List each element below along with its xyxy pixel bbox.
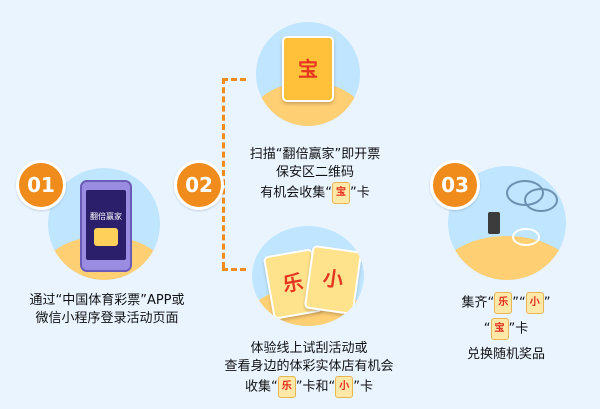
step2a-line3: 有机会收集“宝”卡 [220, 182, 410, 204]
le-card-inline-icon: 乐 [277, 376, 296, 398]
connector-bottom [222, 268, 246, 271]
earphones-icon [512, 228, 540, 246]
step2a-text: 扫描“翻倍赢家”即开票 保安区二维码 有机会收集“宝”卡 [220, 146, 410, 204]
xiao-card-icon: 小 [303, 244, 363, 316]
racket2-icon [524, 188, 558, 212]
step2b-line1: 体验线上试刮活动或 [250, 341, 368, 356]
phone-icon: 翻倍赢家 [80, 180, 132, 272]
connector-top [222, 78, 246, 81]
le-card-collect-icon: 乐 [494, 292, 513, 314]
step2-badge: 02 [174, 160, 224, 210]
step2b-illustration: 乐 小 [252, 226, 364, 326]
bao-card-icon: 宝 [282, 36, 334, 102]
phone-screen-title: 翻倍赢家 [90, 212, 122, 221]
step3-badge: 03 [430, 160, 480, 210]
step2b-text: 体验线上试刮活动或 查看身边的体彩实体店有机会 收集“乐”卡和“小”卡 [200, 340, 418, 398]
bao-card-inline-icon: 宝 [332, 182, 350, 204]
step3-illustration [448, 166, 566, 280]
step3-line1: 集齐“乐”“小” [420, 292, 592, 314]
step1-text: 通过“中国体育彩票”APP或 微信小程序登录活动页面 [0, 292, 214, 328]
step2b-line2: 查看身边的体彩实体店有机会 [224, 359, 394, 374]
step2b-line3: 收集“乐”卡和“小”卡 [200, 376, 418, 398]
step3-text: 集齐“乐”“小” “宝”卡 兑换随机奖品 [420, 292, 592, 364]
step1-number: 01 [27, 173, 55, 197]
step2a-line2: 保安区二维码 [275, 165, 354, 180]
bao-card-collect-icon: 宝 [490, 318, 509, 340]
xiao-card-inline-icon: 小 [335, 376, 354, 398]
xiao-card-collect-icon: 小 [525, 292, 544, 314]
step2-number: 02 [185, 173, 213, 197]
phone-prize-icon [488, 212, 500, 234]
step3-number: 03 [441, 173, 469, 197]
step2a-illustration: 宝 [256, 22, 360, 126]
step2a-line1: 扫描“翻倍赢家”即开票 [249, 147, 381, 162]
step3-line3: 兑换随机奖品 [466, 347, 545, 362]
connector-vertical [222, 78, 225, 268]
step1-badge: 01 [16, 160, 66, 210]
step1-illustration: 翻倍赢家 [48, 168, 160, 280]
step3-line2: “宝”卡 [420, 318, 592, 340]
step1-line2: 微信小程序登录活动页面 [35, 311, 179, 326]
step1-line1: 通过“中国体育彩票”APP或 [29, 293, 185, 308]
